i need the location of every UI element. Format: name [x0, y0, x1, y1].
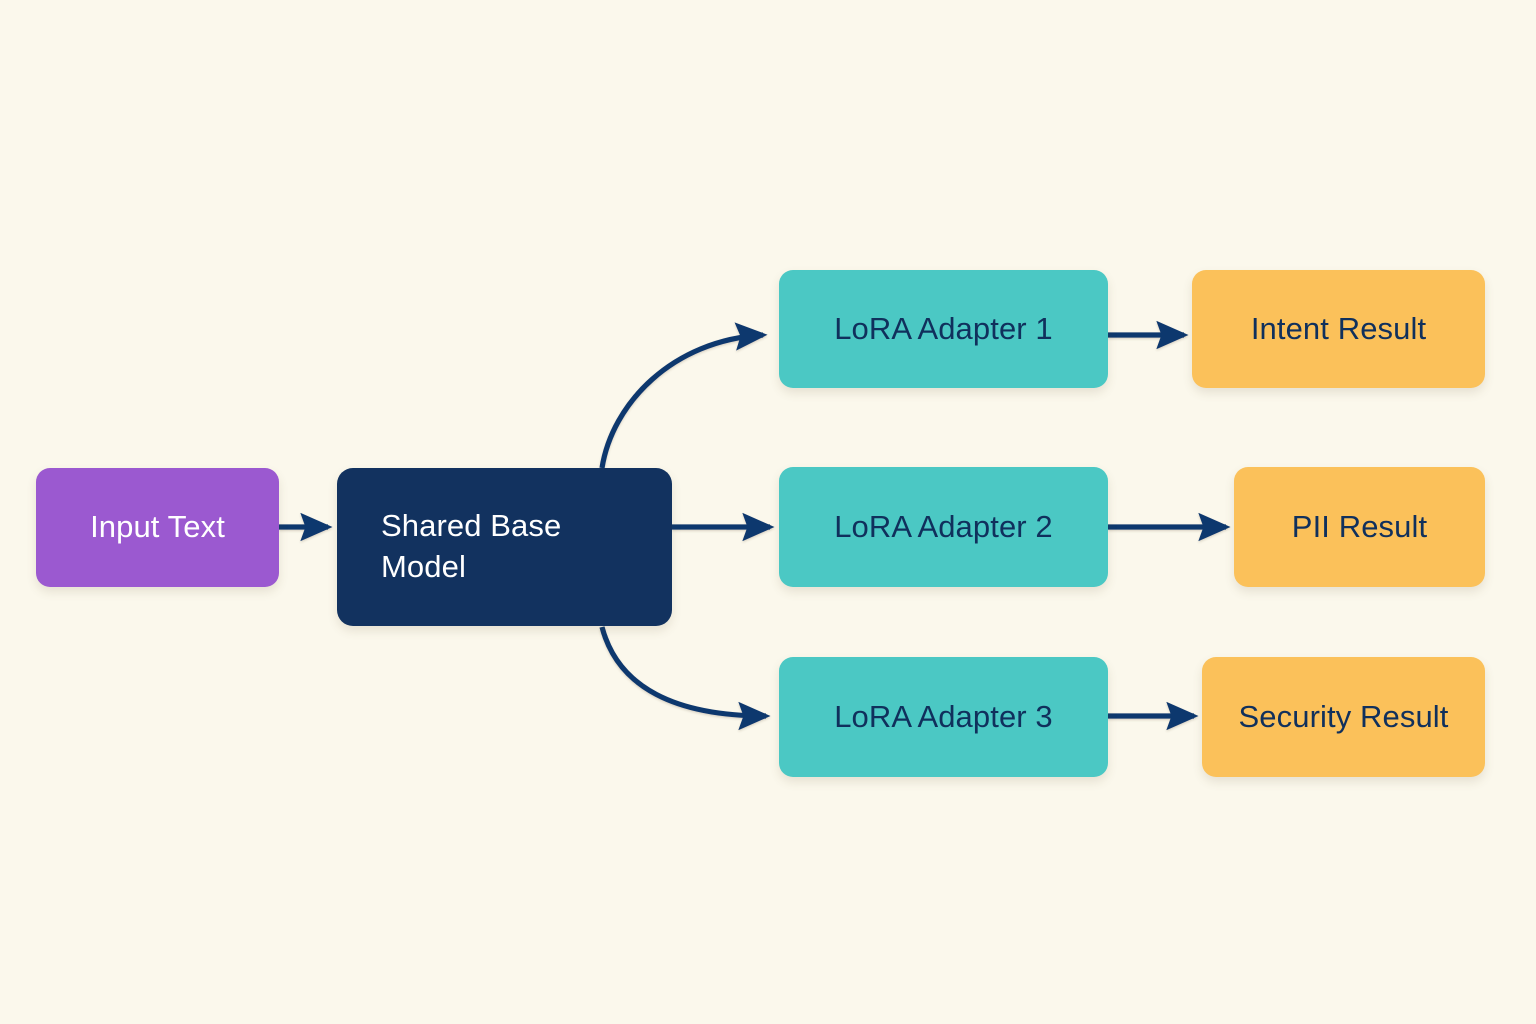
node-shared-base-model[interactable]: Shared Base Model — [337, 468, 672, 626]
edge-base-to-adapter1 — [599, 322, 768, 469]
node-input-text-label: Input Text — [90, 509, 225, 545]
node-security-result-label: Security Result — [1238, 698, 1449, 734]
node-lora-adapter-1-label: LoRA Adapter 1 — [834, 310, 1053, 346]
node-intent-result[interactable]: Intent Result — [1192, 270, 1485, 388]
node-lora-adapter-3-label: LoRA Adapter 3 — [834, 698, 1053, 734]
node-lora-adapter-1[interactable]: LoRA Adapter 1 — [779, 270, 1108, 388]
node-shared-base-model-label: Shared Base Model — [381, 508, 562, 584]
node-intent-result-label: Intent Result — [1250, 310, 1427, 346]
node-lora-adapter-3[interactable]: LoRA Adapter 3 — [779, 657, 1108, 777]
node-pii-result-label: PII Result — [1291, 508, 1428, 544]
node-security-result[interactable]: Security Result — [1202, 657, 1485, 777]
node-lora-adapter-2-label: LoRA Adapter 2 — [834, 508, 1053, 544]
edge-base-to-adapter3 — [599, 626, 771, 731]
node-lora-adapter-2[interactable]: LoRA Adapter 2 — [779, 467, 1108, 587]
node-pii-result[interactable]: PII Result — [1234, 467, 1485, 587]
node-input-text[interactable]: Input Text — [36, 468, 279, 587]
